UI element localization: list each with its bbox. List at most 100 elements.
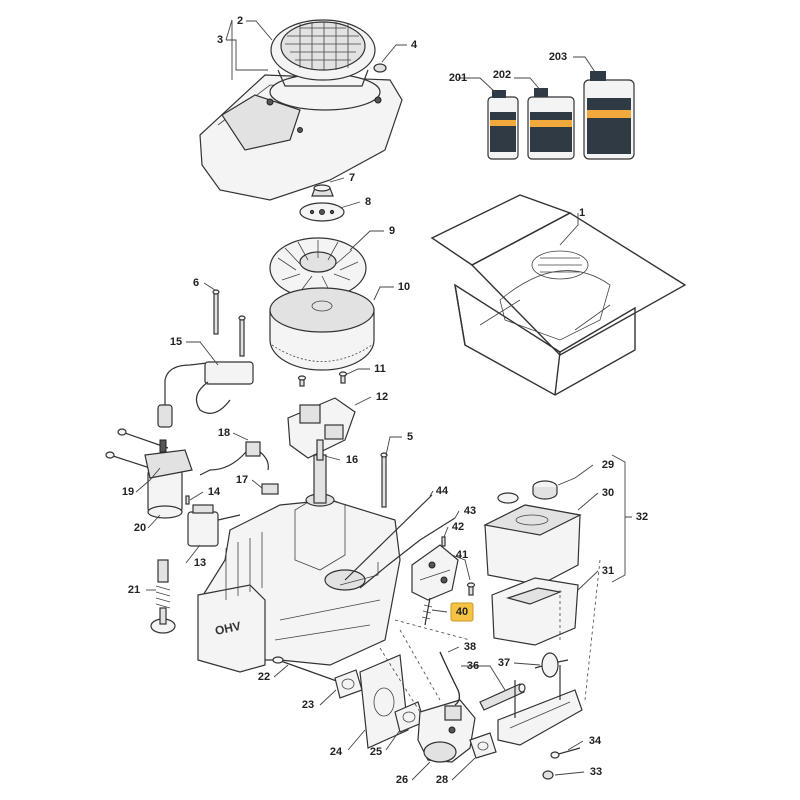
- screw-part-14[interactable]: [185, 495, 190, 505]
- callout-41-text: 41: [456, 549, 468, 561]
- cooling-fan[interactable]: [269, 237, 367, 299]
- callout-202: 202: [493, 69, 511, 81]
- callout-4-text: 4: [411, 39, 418, 51]
- callout-40[interactable]: 40: [450, 602, 474, 622]
- callout-32-text: 32: [636, 511, 648, 523]
- valve-part-37[interactable]: [534, 652, 569, 678]
- callout-23-text: 23: [302, 699, 314, 711]
- callout-23: 23: [302, 699, 314, 711]
- flywheel-nut[interactable]: [311, 184, 334, 197]
- callout-15-text: 15: [170, 336, 182, 348]
- callout-22: 22: [258, 671, 270, 683]
- ignition-coil[interactable]: [287, 397, 356, 459]
- screws-part-11[interactable]: [297, 371, 348, 387]
- wire-connector[interactable]: [199, 441, 269, 476]
- callout-203: 203: [549, 51, 567, 63]
- callout-19: 19: [122, 486, 134, 498]
- group-bracket-32: [611, 454, 632, 583]
- governor-bracket[interactable]: [411, 544, 459, 601]
- callout-1-text: 1: [579, 207, 585, 219]
- callout-17: 17: [236, 474, 248, 486]
- callout-10: 10: [398, 281, 410, 293]
- callout-201-text: 201: [449, 72, 467, 84]
- callout-28-text: 28: [436, 774, 448, 786]
- callout-16-text: 16: [346, 454, 358, 466]
- callout-19-text: 19: [122, 486, 134, 498]
- air-filter-knob-2[interactable]: [497, 492, 519, 504]
- callout-203-text: 203: [549, 51, 567, 63]
- callout-202-text: 202: [493, 69, 511, 81]
- tube-part-36[interactable]: [479, 683, 526, 711]
- callout-14: 14: [208, 486, 221, 498]
- callout-44: 44: [436, 485, 449, 497]
- callout-43: 43: [464, 505, 476, 517]
- callout-36-text: 36: [467, 660, 479, 672]
- oil-bottle-202[interactable]: [527, 88, 575, 160]
- leader-lines: [135, 19, 599, 781]
- valve-spring-assembly[interactable]: [150, 559, 176, 634]
- callout-33: 33: [590, 766, 602, 778]
- engine-block[interactable]: OHV: [197, 454, 401, 673]
- gasket-part-23[interactable]: [334, 669, 363, 699]
- air-filter-base[interactable]: [497, 665, 583, 746]
- air-filter-cover[interactable]: [483, 504, 582, 586]
- callout-21-text: 21: [128, 584, 140, 596]
- recoil-starter[interactable]: [270, 19, 376, 87]
- throttle-cable-43[interactable]: [359, 517, 456, 589]
- flywheel-washer[interactable]: [299, 202, 345, 222]
- stud-part-6[interactable]: [212, 289, 246, 357]
- callout-34-text: 34: [589, 735, 602, 747]
- callout-26: 26: [396, 774, 408, 786]
- callout-40-text: 40: [456, 606, 468, 618]
- carburetor[interactable]: [417, 699, 476, 763]
- callout-41: 41: [456, 549, 468, 561]
- air-filter-knob[interactable]: [532, 480, 558, 500]
- callout-33-text: 33: [590, 766, 602, 778]
- callout-31: 31: [602, 565, 614, 577]
- screw-part-33[interactable]: [542, 770, 554, 780]
- callout-24-text: 24: [330, 746, 343, 758]
- electric-starter[interactable]: [144, 439, 193, 519]
- insulator-part-24[interactable]: [359, 654, 409, 749]
- callout-3-text: 3: [217, 34, 223, 46]
- oil-bottle-203[interactable]: [583, 71, 635, 160]
- callout-201: 201: [449, 72, 467, 84]
- part-17[interactable]: [261, 483, 279, 495]
- gasket-part-28[interactable]: [469, 732, 497, 759]
- engine-box[interactable]: [430, 194, 687, 396]
- callout-24: 24: [330, 746, 343, 758]
- callout-40-highlight: [450, 602, 474, 622]
- callout-29: 29: [602, 459, 614, 471]
- callout-15: 15: [170, 336, 182, 348]
- callout-38: 38: [464, 641, 476, 653]
- screw-part-34[interactable]: [550, 747, 581, 759]
- blower-housing[interactable]: [199, 73, 403, 201]
- solenoid[interactable]: [187, 504, 241, 547]
- callout-25-text: 25: [370, 746, 382, 758]
- callout-30-text: 30: [602, 487, 614, 499]
- screw-part-40[interactable]: [421, 597, 433, 626]
- callout-13: 13: [194, 557, 206, 569]
- oil-bottle-201[interactable]: [487, 90, 519, 160]
- part-16[interactable]: [316, 439, 324, 461]
- callout-3: 3: [217, 34, 223, 46]
- callout-8: 8: [365, 196, 371, 208]
- nut-part-4[interactable]: [373, 63, 387, 73]
- hose-part-38[interactable]: [439, 651, 461, 706]
- callout-26-text: 26: [396, 774, 408, 786]
- callout-20-text: 20: [134, 522, 146, 534]
- flywheel[interactable]: [269, 287, 375, 371]
- spark-plug-lead[interactable]: [157, 361, 254, 428]
- governor-rod-44[interactable]: [344, 494, 433, 581]
- callout-13-text: 13: [194, 557, 206, 569]
- rod-part-22[interactable]: [272, 656, 346, 685]
- screw-part-42[interactable]: [441, 536, 446, 547]
- callout-44-text: 44: [436, 485, 449, 497]
- callout-37-text: 37: [498, 657, 510, 669]
- callout-20: 20: [134, 522, 146, 534]
- screw-part-41[interactable]: [466, 582, 476, 596]
- callout-9-text: 9: [389, 225, 395, 237]
- air-filter-element[interactable]: [491, 577, 579, 646]
- stud-part-5[interactable]: [380, 452, 388, 508]
